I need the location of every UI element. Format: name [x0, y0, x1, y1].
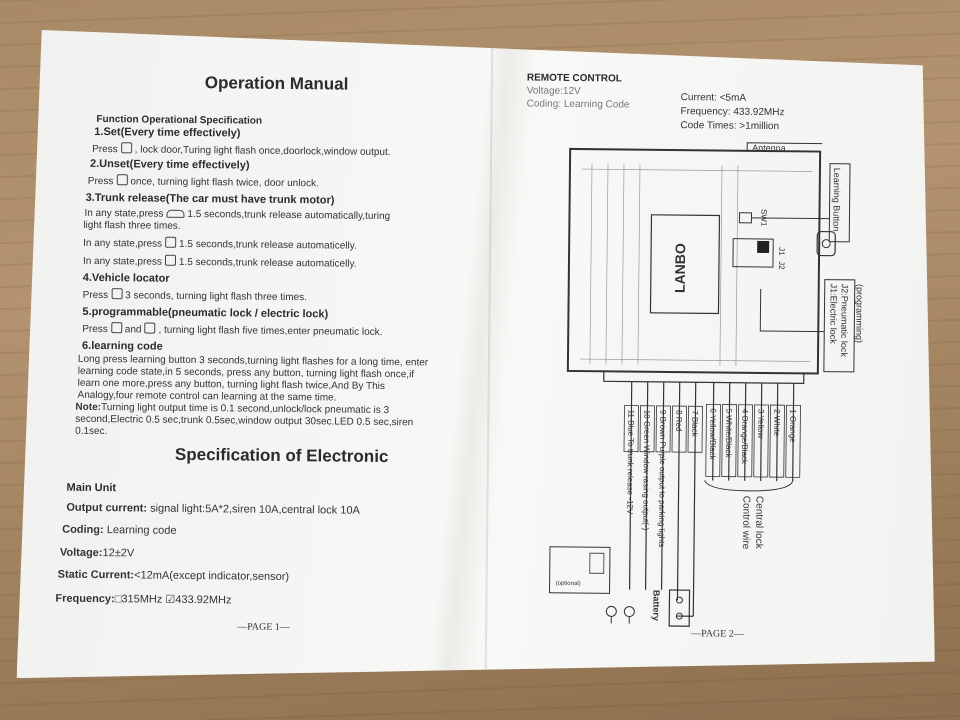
- battery-symbol: [669, 590, 689, 626]
- central-lock-label: Central lock: [753, 496, 765, 550]
- j2-label: J2:Pneumatic lock: [839, 284, 850, 358]
- programming-label: (programming): [854, 284, 865, 343]
- relay-optional-label: (optional): [556, 581, 581, 587]
- j1-label: J1:Electric lock: [828, 284, 839, 345]
- battery-label: Battery: [651, 590, 661, 621]
- svg-text:J2: J2: [777, 261, 786, 270]
- svg-text:J1: J1: [777, 247, 786, 256]
- mounting-tab: [817, 232, 835, 256]
- brand-label: LANBO: [672, 243, 689, 293]
- wire-6: 6 Yellow/Black: [706, 382, 721, 480]
- parking-lamp-1: [606, 606, 616, 616]
- control-wire-label: Control wire: [740, 496, 752, 550]
- wire-label-10: 10 Green Window rasing output(-): [641, 410, 651, 531]
- wire-label-5: 5 White/Black: [724, 409, 734, 459]
- learning-button-label: Learning Button: [831, 168, 842, 232]
- wire-5: 5 White/Black: [722, 383, 737, 481]
- trunk-relay-box: [550, 547, 610, 594]
- wire-label-9: 9 Brown Purple output to parking lights: [657, 410, 667, 548]
- brand-box: [650, 215, 719, 314]
- manual-sheet: Operation Manual Function Operational Sp…: [17, 23, 942, 688]
- wire-9: 9 Brown Purple output to parking lights: [655, 382, 671, 590]
- wire-11: 11 Blue To trunk release -12V: [623, 382, 639, 590]
- wire-8: 8 Red: [670, 382, 686, 600]
- wire-label-11: 11 Blue To trunk release -12V: [625, 410, 635, 515]
- wire-label-2: 2 White: [772, 409, 781, 437]
- wire-7: 7 Black: [676, 382, 702, 616]
- wire-label-3: 3 Yellow: [756, 409, 765, 439]
- wire-connector: [604, 371, 804, 383]
- wire-4: 4 Orange/Black: [738, 383, 753, 481]
- wire-label-1: 1 Orange: [788, 409, 797, 443]
- jumper-block: [733, 239, 773, 267]
- page-number-2: —PAGE 2—: [691, 628, 744, 640]
- wire-10: 10 Green Window rasing output(-): [639, 382, 655, 590]
- antenna-label: Antenna: [752, 143, 786, 153]
- parking-lamp-2: [624, 607, 634, 617]
- wire-label-4: 4 Orange/Black: [740, 409, 750, 465]
- learning-switch: [739, 213, 751, 223]
- wiring-diagram: LANBO J1 J2 SW1 Antenna Learning Button …: [17, 23, 942, 688]
- jumper-cap: [757, 241, 769, 253]
- wire-label-6: 6 Yellow/Black: [708, 408, 718, 460]
- wire-label-8: 8 Red: [674, 410, 683, 431]
- wire-2: 2 White: [770, 383, 785, 481]
- wire-1: 1 Orange: [786, 383, 801, 481]
- wire-3: 3 Yellow: [754, 383, 769, 481]
- wire-label-7: 7 Black: [690, 410, 699, 437]
